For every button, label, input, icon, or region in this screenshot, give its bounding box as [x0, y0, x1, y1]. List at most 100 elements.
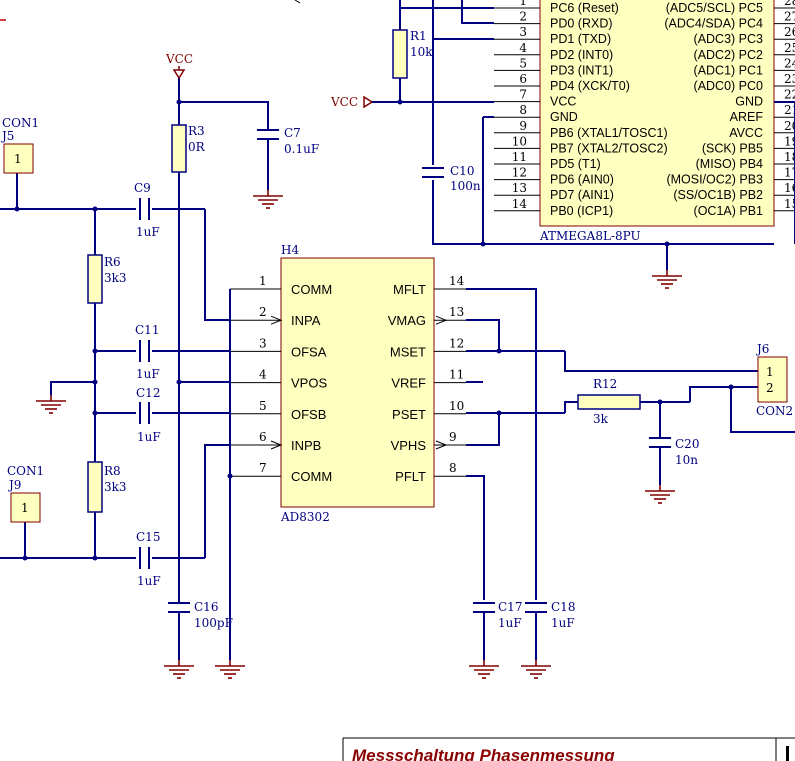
title-block: Messschaltung Phasenmessung [342, 737, 795, 761]
c16-ref: C16 [194, 600, 218, 614]
r3-ref: R3 [188, 124, 205, 138]
ic-part: AD8302 [280, 510, 330, 524]
ground-icon [652, 270, 682, 289]
mcu-pin-number: 27 [784, 10, 795, 24]
c17-ref: C17 [498, 600, 522, 614]
r12-ref: R12 [593, 377, 617, 391]
ic-pin-name: VPOS [291, 376, 327, 391]
ic-pin-name: INPB [291, 438, 321, 453]
ic-pin-number: 6 [259, 430, 267, 444]
connector-j9: CON1 J9 1 [7, 464, 44, 523]
mcu-pin-number: 17 [784, 166, 795, 180]
ic-pin-number: 4 [259, 368, 267, 382]
ic-pin-number: 11 [449, 368, 464, 382]
mcu-body [539, 0, 775, 227]
mcu-pin-name: (ADC1) PC1 [694, 63, 764, 77]
ic-pin-name: VREF [391, 376, 426, 391]
output-marker-icon [435, 440, 448, 450]
capacitor-c11: C11 1uF [135, 323, 160, 381]
ic-pin-name: VMAG [388, 313, 426, 328]
mcu-pin-name: PD0 (RXD) [550, 17, 613, 31]
mcu-pin-name: (MOSI/OC2) PB3 [666, 173, 763, 187]
j6-pin-1: 1 [766, 365, 774, 379]
j5-pin: 1 [14, 152, 22, 166]
mcu-pin-name: (ADC3) PC3 [694, 32, 764, 46]
mcu-pin-name: PB6 (XTAL1/TOSC1) [550, 126, 668, 140]
mcu-pin-number: 8 [519, 103, 527, 117]
r6-ref: R6 [104, 255, 121, 269]
mcu-pin-name: (OC1A) PB1 [694, 204, 764, 218]
r6-value: 3k3 [104, 271, 127, 285]
capacitor-c20: C20 10n [649, 437, 699, 467]
output-marker-icon [435, 315, 448, 325]
ic-pin-name: PFLT [395, 469, 426, 484]
mcu-pin-number: 11 [512, 150, 527, 164]
input-marker-icon [270, 440, 283, 450]
mcu-pin-name: PB7 (XTAL2/TOSC2) [550, 141, 668, 155]
mcu-pin-number: 10 [512, 134, 527, 148]
mcu-pin-number: 3 [519, 25, 527, 39]
mcu-pin-number: 19 [784, 134, 795, 148]
resistor-r1: R1 10k [392, 29, 433, 79]
mcu-pin-number: 21 [784, 103, 795, 117]
mcu-right-pins: 28(ADC5/SCL) PC527(ADC4/SDA) PC426(ADC3)… [664, 0, 795, 218]
mcu-pin-name: (MISO) PB4 [696, 157, 763, 171]
mcu-pin-number: 16 [784, 181, 795, 195]
mcu-pin-number: 12 [512, 166, 527, 180]
c7-value: 0.1uF [284, 142, 319, 156]
r3-value: 0R [188, 140, 206, 154]
capacitor-c18: C18 1uF [525, 600, 575, 630]
mcu-pin-number: 14 [512, 197, 528, 211]
mcu-pin-number: 25 [784, 41, 795, 55]
mcu-pin-number: 9 [519, 119, 527, 133]
mcu-pin-name: PD3 (INT1) [550, 63, 613, 77]
mcu-pin-name: PD6 (AIN0) [550, 173, 614, 187]
c7-ref: C7 [284, 126, 301, 140]
mcu-pin-number: 6 [519, 72, 527, 86]
mcu-pin-name: PD1 (TXD) [550, 32, 611, 46]
c20-ref: C20 [675, 437, 699, 451]
r1-value: 10k [410, 45, 433, 59]
capacitor-c9: C9 1uF [134, 181, 160, 239]
ic-pin-name: MFLT [393, 282, 426, 297]
r12-value: 3k [593, 412, 609, 426]
c20-value: 10n [675, 453, 698, 467]
mcu-pin-name: (ADC2) PC2 [694, 48, 764, 62]
j9-ref: J9 [7, 478, 21, 492]
capacitor-c12: C12 1uF [136, 386, 161, 444]
c10-value: 100n [450, 179, 481, 193]
ic-pin-name: OFSA [291, 344, 327, 359]
c16-value: 100pF [194, 616, 233, 630]
vcc-port-top: VCC [165, 52, 193, 79]
j5-ref: J5 [0, 129, 14, 143]
j6-type: CON2 [756, 404, 793, 418]
ground-icon [521, 660, 551, 679]
mcu-pin-number: 15 [784, 197, 795, 211]
ic-pin-number: 7 [259, 461, 267, 475]
mcu-wires [372, 0, 795, 270]
mcu-part-label: ATMEGA8L-8PU [539, 229, 641, 243]
mcu-pin-name: AVCC [729, 126, 763, 140]
ic-pin-number: 10 [449, 399, 464, 413]
ic-pin-number: 8 [449, 461, 457, 475]
ic-designator: H4 [281, 243, 299, 257]
mcu-pin-name: PC6 (Reset) [550, 1, 619, 15]
ic-pin-number: 13 [449, 305, 464, 319]
mcu-pin-name: (ADC0) PC0 [694, 79, 764, 93]
mcu-pin-name: PD5 (T1) [550, 157, 601, 171]
mcu-pin-name: GND [735, 95, 763, 109]
mcu-pin-name: PD4 (XCK/T0) [550, 79, 630, 93]
mcu-pin-number: 23 [784, 72, 795, 86]
vcc-left-label: VCC [330, 95, 358, 109]
capacitor-c17: C17 1uF [473, 600, 522, 630]
mcu-pin-number: 1 [519, 0, 527, 8]
ic-pin-name: OFSB [291, 407, 326, 422]
ic-pin-number: 1 [259, 274, 267, 288]
ground-icon [164, 660, 194, 679]
ic-pin-number: 2 [259, 305, 267, 319]
capacitor-c7: C7 0.1uF [257, 126, 319, 156]
